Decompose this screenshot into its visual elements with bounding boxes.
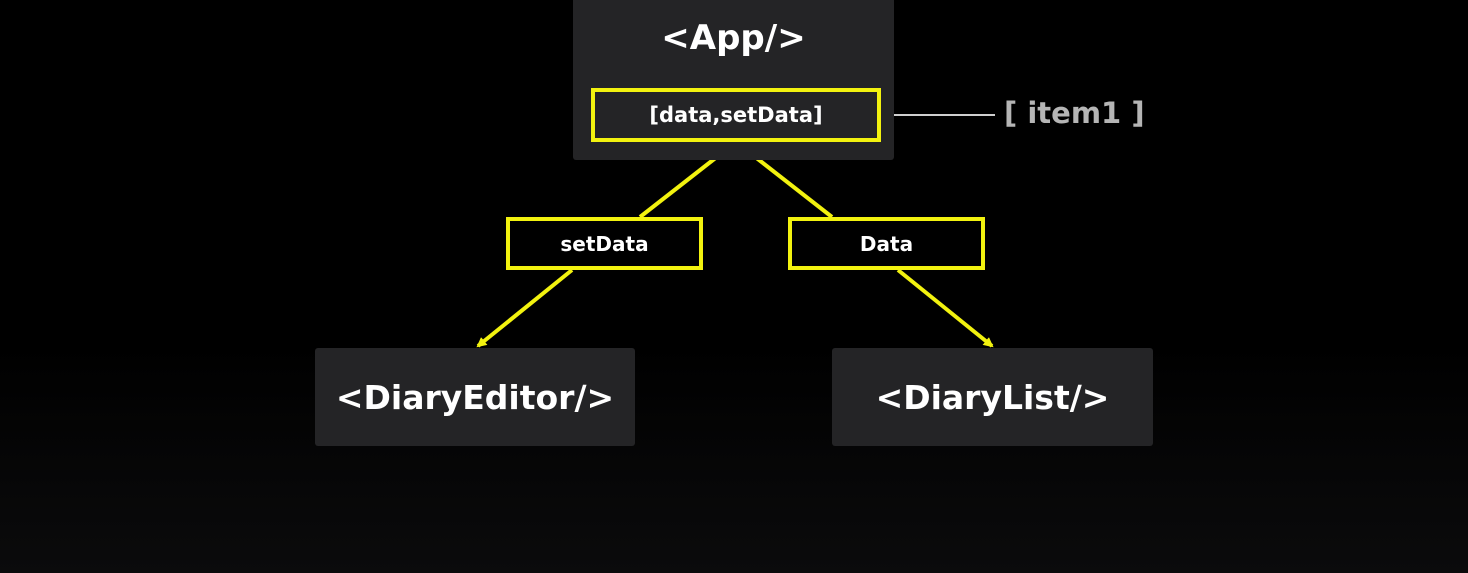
app-node: <App/> xyxy=(573,0,894,160)
data-prop-label: Data xyxy=(859,231,914,256)
setdata-prop-box: setData xyxy=(506,217,703,270)
state-box-label: [data,setData] xyxy=(649,103,823,127)
arrow-data-to-list xyxy=(896,268,994,348)
diary-list-label: <DiaryList/> xyxy=(875,377,1110,417)
app-node-label: <App/> xyxy=(661,18,806,58)
diary-list-node: <DiaryList/> xyxy=(832,348,1153,446)
arrow-setdata-to-editor xyxy=(476,268,574,348)
annotation-label: [ item1 ] xyxy=(1004,96,1145,130)
data-prop-box: Data xyxy=(788,217,985,270)
diary-editor-node: <DiaryEditor/> xyxy=(315,348,635,446)
setdata-prop-label: setData xyxy=(560,231,649,256)
state-box: [data,setData] xyxy=(591,88,881,142)
diary-editor-label: <DiaryEditor/> xyxy=(335,377,615,417)
